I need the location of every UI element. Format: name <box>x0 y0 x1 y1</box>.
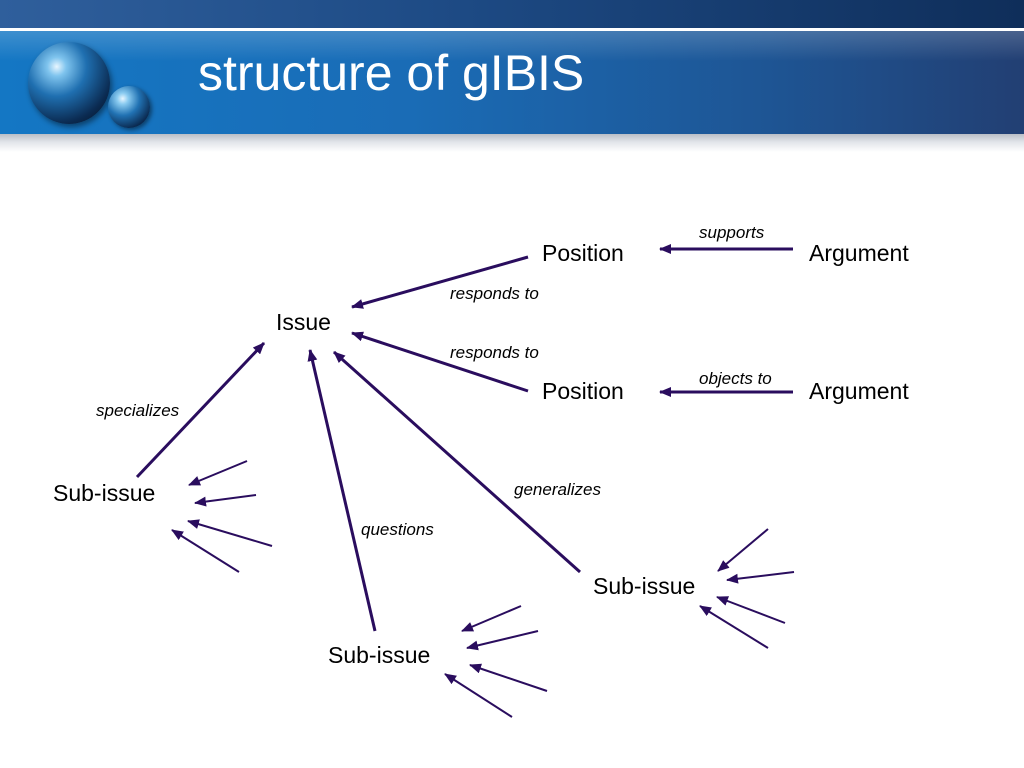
edge-responds-to-top <box>351 255 529 309</box>
edge-specializes <box>135 341 266 479</box>
node-subissue-bottom: Sub-issue <box>328 642 431 668</box>
node-issue: Issue <box>276 309 331 335</box>
fan-arrow-bottom-2 <box>466 630 539 651</box>
fan-arrow-bottom-4 <box>444 673 513 718</box>
title-bar-shadow <box>0 134 1024 152</box>
label-responds-to-top: responds to <box>450 284 539 303</box>
node-position-bottom: Position <box>542 378 624 404</box>
fan-arrow-left-1 <box>188 460 248 486</box>
top-strip <box>0 0 1024 28</box>
fan-arrow-right-3 <box>716 596 786 624</box>
label-objects-to: objects to <box>699 369 772 388</box>
label-supports: supports <box>699 223 765 242</box>
fan-arrow-left-3 <box>187 519 273 547</box>
node-position-top: Position <box>542 240 624 266</box>
page-title: structure of gIBIS <box>198 45 585 101</box>
label-specializes: specializes <box>96 401 180 420</box>
fan-arrow-right-2 <box>726 571 795 584</box>
label-generalizes: generalizes <box>514 480 601 499</box>
label-responds-to-bottom: responds to <box>450 343 539 362</box>
fan-arrow-left-4 <box>171 529 240 573</box>
edge-generalizes <box>333 350 581 574</box>
title-bar-sheen <box>0 31 1024 61</box>
fan-arrow-bottom-3 <box>469 663 548 692</box>
fan-arrow-left-2 <box>194 494 257 507</box>
edge-responds-to-bottom <box>351 331 529 393</box>
fan-arrow-right-4 <box>699 605 769 649</box>
node-argument-bottom: Argument <box>809 378 909 404</box>
edge-questions <box>307 349 377 632</box>
fan-arrow-right-1 <box>717 528 769 572</box>
node-subissue-right: Sub-issue <box>593 573 696 599</box>
node-argument-top: Argument <box>809 240 909 266</box>
small-globe-icon <box>108 86 150 128</box>
fan-arrow-bottom-1 <box>461 605 522 632</box>
node-subissue-left: Sub-issue <box>53 480 156 506</box>
globe-icon <box>28 42 110 124</box>
label-questions: questions <box>361 520 434 539</box>
title-bar <box>0 31 1024 134</box>
